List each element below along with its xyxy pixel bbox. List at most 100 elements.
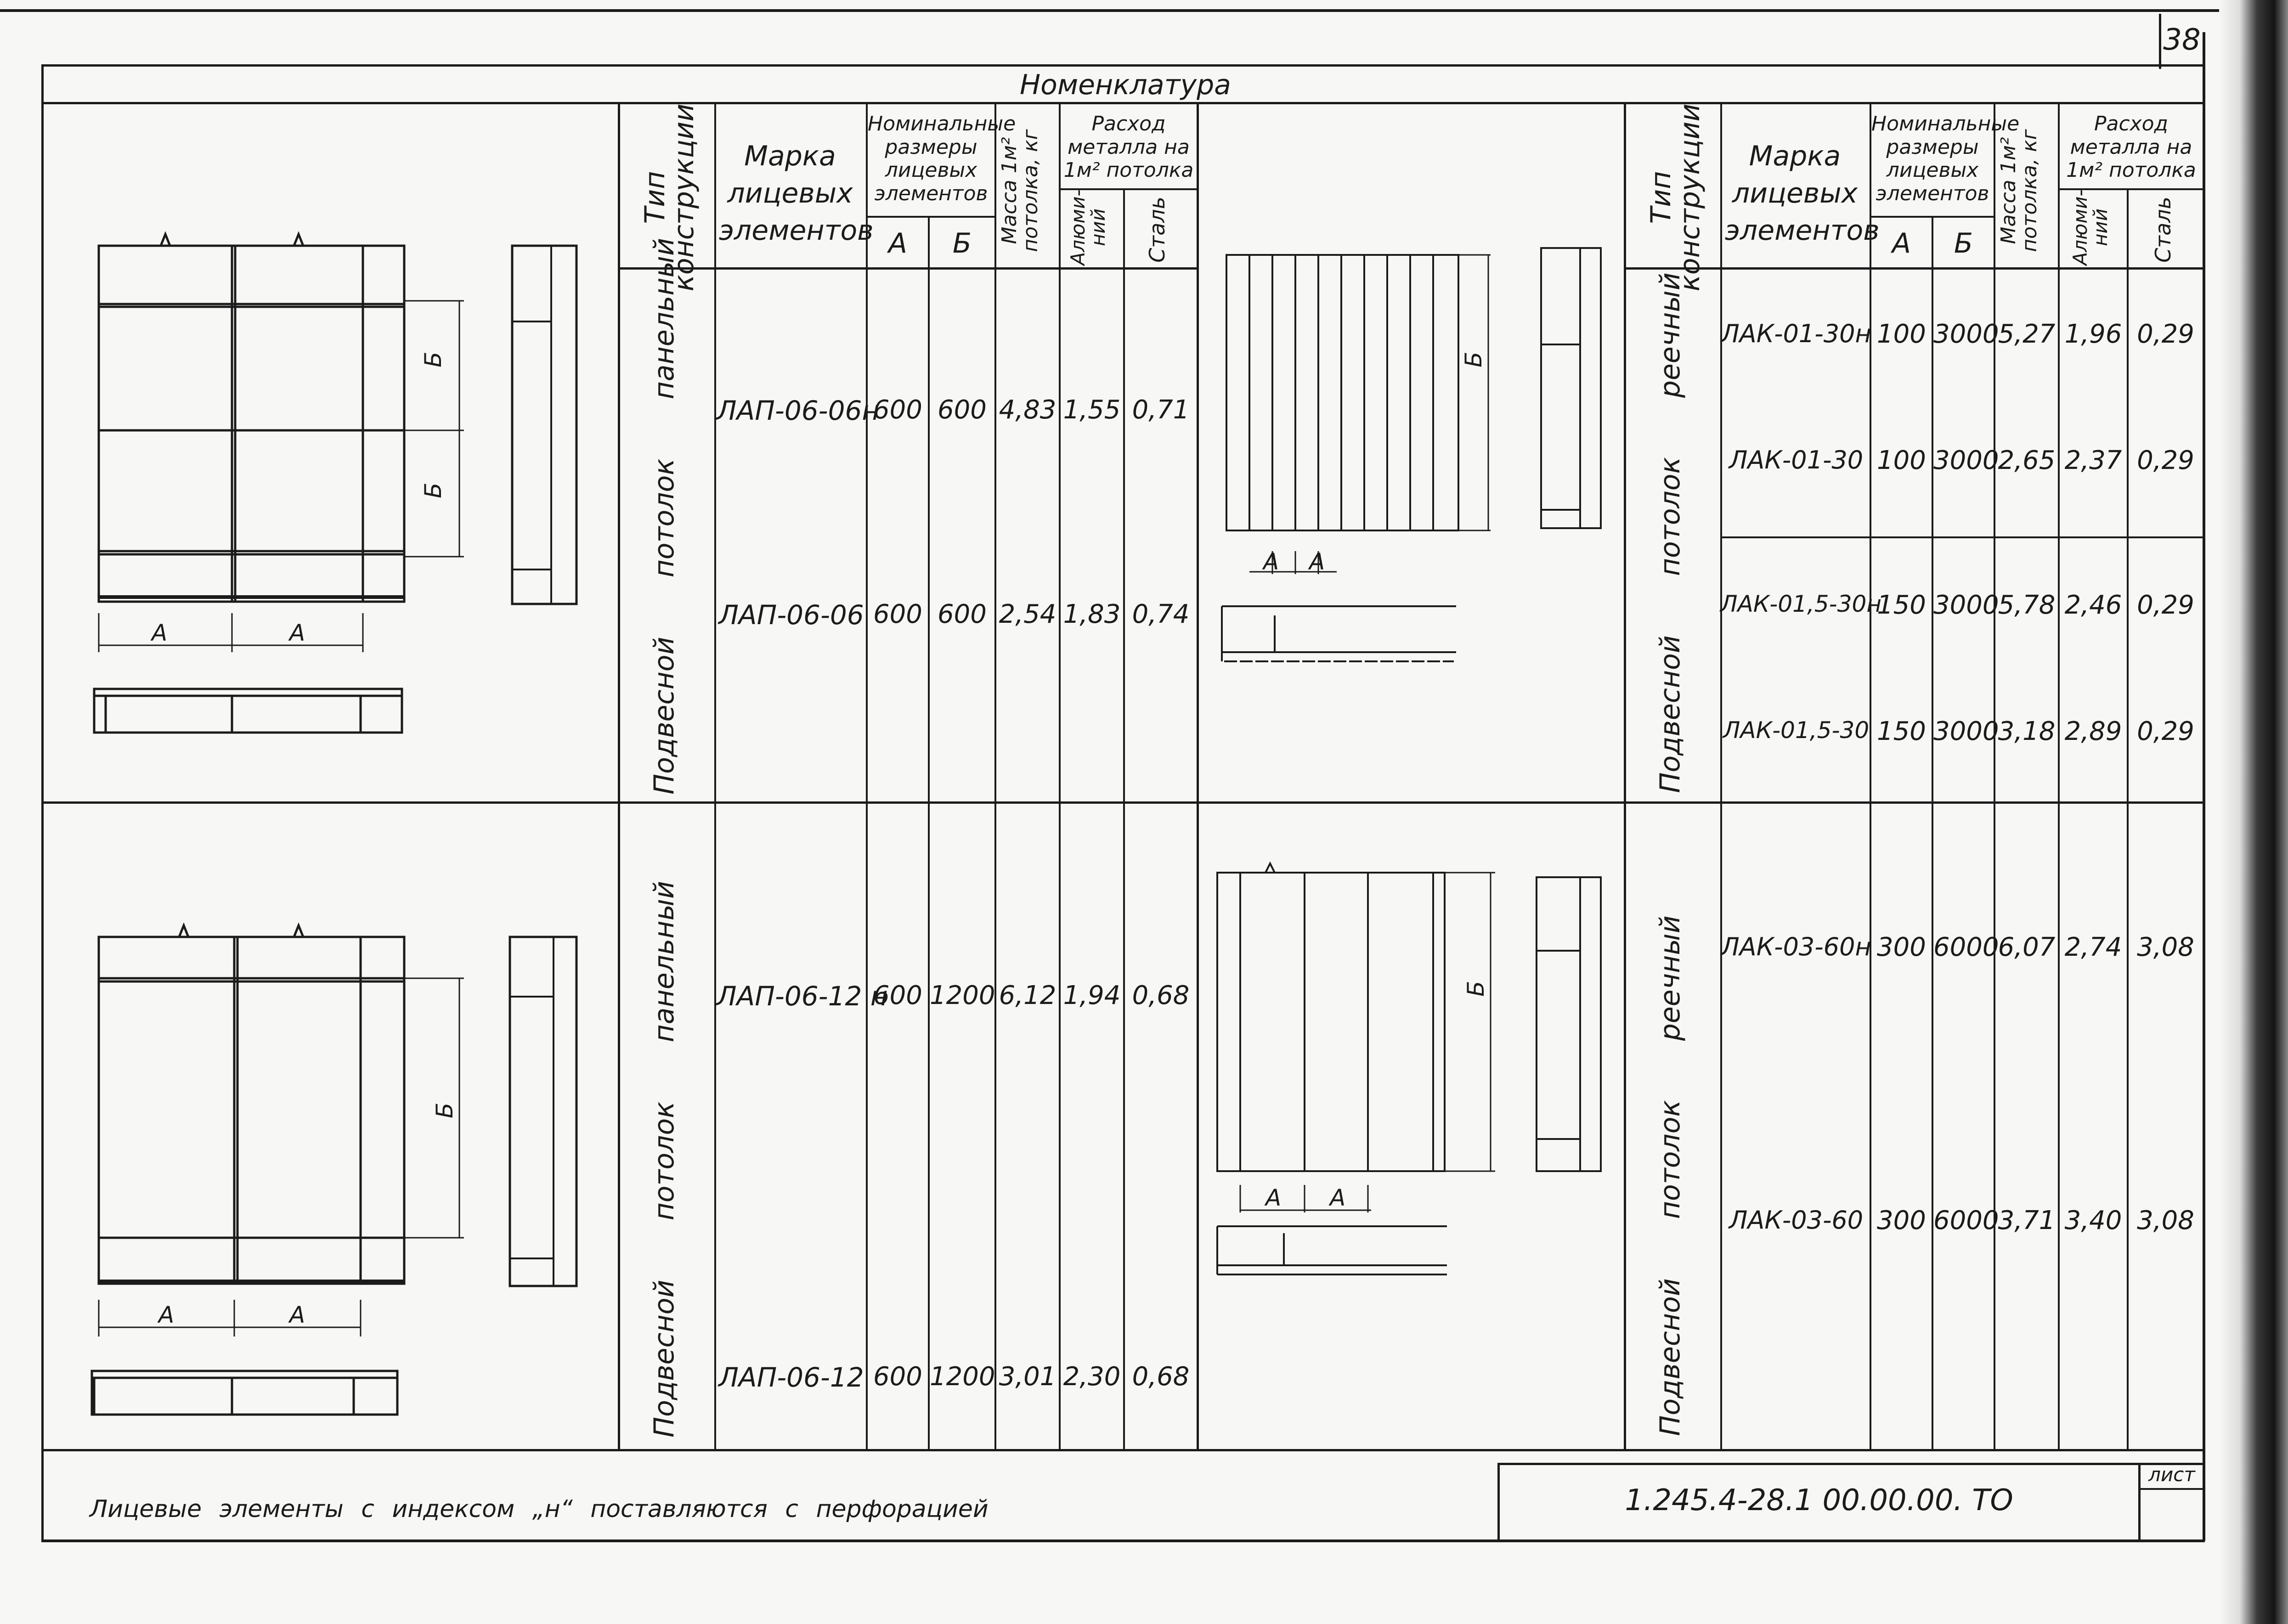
alum-cell: 1,83 <box>1063 599 1121 629</box>
mass-cell: 5,78 <box>1998 590 2056 620</box>
right-header-mark: Марка лицевых элементов <box>1725 140 1880 247</box>
bottom-separator <box>41 1449 2205 1451</box>
document-code: 1.245.4-28.1 00.00.00. ТО <box>1625 1483 2013 1517</box>
dim-a-2: А <box>288 620 305 646</box>
right-header-bottom <box>1624 267 2203 270</box>
alum-cell: 1,94 <box>1063 981 1121 1010</box>
frame-right <box>2203 32 2205 1541</box>
mass-cell: 5,27 <box>1998 319 2056 349</box>
left-nom-sub-line <box>866 216 994 218</box>
alum-cell: 3,40 <box>2064 1206 2122 1235</box>
title-block-left <box>1497 1463 1500 1541</box>
right-cons-sub-line <box>2058 188 2203 190</box>
alum-cell: 2,46 <box>2064 590 2122 620</box>
steel-cell: 0,68 <box>1132 981 1190 1010</box>
dim-a-5: А <box>1262 548 1279 575</box>
rail-drawing-1 <box>1221 247 1602 662</box>
steel-cell: 0,29 <box>2137 590 2194 620</box>
mass-cell: 4,83 <box>999 395 1056 425</box>
left-col-div-1 <box>714 102 716 1450</box>
right-col-div-4 <box>1994 102 1995 1450</box>
dim-a-6: А <box>1308 548 1325 575</box>
right-header-col-a: А <box>1892 227 1911 259</box>
right-col-div-1 <box>1720 102 1722 1450</box>
alum-cell: 2,89 <box>2064 716 2122 746</box>
mark-cell: ЛАК-03-60 <box>1729 1206 1864 1235</box>
title-block-top <box>1497 1463 2205 1465</box>
dim-b-4: Б <box>1460 352 1487 367</box>
page-number: 38 <box>2163 23 2201 57</box>
mark-cell: ЛАК-01,5-30н <box>1720 591 1882 617</box>
mark-cell: ЛАК-01-30н <box>1721 319 1871 348</box>
panel-drawing-1 <box>93 231 578 734</box>
mass-cell: 3,71 <box>1998 1206 2056 1235</box>
alum-cell: 1,55 <box>1063 395 1121 425</box>
mass-cell: 2,65 <box>1998 445 2056 475</box>
top-edge-line <box>0 9 2223 12</box>
steel-cell: 0,29 <box>2137 445 2194 475</box>
left-cons-sub-line <box>1059 188 1197 190</box>
left-col-div-5 <box>1059 102 1061 1450</box>
b-cell: 3000 <box>1933 716 1999 746</box>
left-col-div-2 <box>866 102 868 1450</box>
dim-b-3: Б <box>431 1103 458 1118</box>
mass-cell: 3,01 <box>999 1362 1056 1392</box>
dim-a-7: А <box>1264 1184 1281 1211</box>
alum-cell: 2,30 <box>1063 1362 1121 1392</box>
a-cell: 600 <box>873 981 922 1010</box>
panel-drawing-2 <box>90 922 578 1416</box>
left-col-div-6 <box>1123 188 1125 1450</box>
a-cell: 300 <box>1877 932 1926 962</box>
left-header-mark: Марка лицевых элементов <box>719 140 874 247</box>
dim-a-8: А <box>1328 1184 1345 1211</box>
right-row-div-1 <box>1720 536 2203 538</box>
right-col-div-3 <box>1932 216 1933 1450</box>
steel-cell: 3,08 <box>2137 932 2194 962</box>
b-cell: 600 <box>938 599 987 629</box>
a-cell: 100 <box>1877 319 1926 349</box>
steel-cell: 3,08 <box>2137 1206 2194 1235</box>
b-cell: 3000 <box>1933 319 1999 349</box>
b-cell: 3000 <box>1933 590 1999 620</box>
frame-bottom <box>41 1539 2205 1542</box>
a-cell: 600 <box>873 1362 922 1392</box>
alum-cell: 2,37 <box>2064 445 2122 475</box>
right-table-left <box>1624 102 1626 1450</box>
mark-cell: ЛАП-06-12 <box>718 1362 864 1393</box>
alum-cell: 2,74 <box>2064 932 2122 962</box>
mark-cell: ЛАП-06-12 н <box>717 981 888 1012</box>
mark-cell: ЛАК-01-30 <box>1729 445 1864 474</box>
steel-cell: 0,29 <box>2137 716 2194 746</box>
pagenum-box-left <box>2159 14 2161 69</box>
dim-b-2: Б <box>420 483 446 498</box>
rail-drawing-2 <box>1216 861 1602 1275</box>
left-header-bottom <box>618 267 1199 270</box>
mark-cell: ЛАП-06-06 <box>718 599 864 631</box>
right-nom-sub-line <box>1870 216 1994 218</box>
right-header-consumption: Расход металла на 1м² потолка <box>2066 112 2196 182</box>
b-cell: 3000 <box>1933 445 1999 475</box>
steel-cell: 0,74 <box>1132 599 1190 629</box>
left-header-col-b: Б <box>952 227 972 259</box>
a-cell: 600 <box>873 599 922 629</box>
scan-binding-edge <box>2219 0 2288 1624</box>
mark-cell: ЛАК-01,5-30 <box>1723 717 1870 744</box>
steel-cell: 0,71 <box>1132 395 1190 425</box>
mark-cell: ЛАП-06-06н <box>717 395 880 426</box>
dim-a-4: А <box>288 1302 305 1328</box>
mass-cell: 6,07 <box>1998 932 2056 962</box>
right-col-div-5 <box>2058 102 2060 1450</box>
b-cell: 1200 <box>930 1362 995 1392</box>
left-col-div-4 <box>994 102 996 1450</box>
mass-cell: 2,54 <box>999 599 1056 629</box>
left-table-left <box>618 102 620 1450</box>
mass-cell: 3,18 <box>1998 716 2056 746</box>
middle-separator <box>41 801 2205 804</box>
right-col-div-6 <box>2127 188 2129 1450</box>
a-cell: 300 <box>1877 1206 1926 1235</box>
b-cell: 1200 <box>930 981 995 1010</box>
sheet-label: лист <box>2148 1463 2195 1486</box>
mark-cell: ЛАК-03-60н <box>1721 932 1871 961</box>
